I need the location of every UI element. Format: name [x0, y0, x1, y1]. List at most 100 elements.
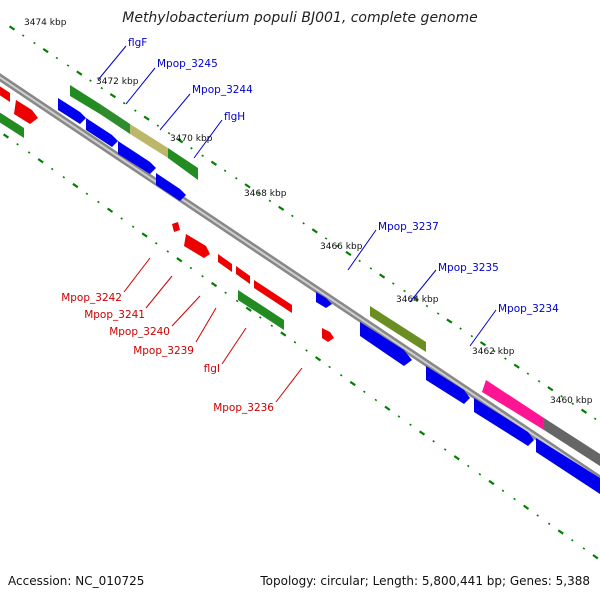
major-tick [513, 363, 520, 369]
minor-tick [33, 41, 36, 45]
minor-tick [397, 415, 401, 418]
gene-label-mpop3237[interactable]: Mpop_3237 [378, 221, 439, 233]
tick-label: 3472 kbp [96, 77, 139, 87]
minor-tick [97, 200, 100, 204]
minor-tick [537, 379, 541, 383]
gene-features [0, 85, 600, 494]
gene-forward-blue-middle[interactable] [316, 292, 332, 308]
gene-mpop3237-feature[interactable] [370, 306, 426, 352]
minor-tick [571, 539, 574, 542]
gene-label-mpop3234[interactable]: Mpop_3234 [498, 303, 559, 315]
minor-tick [166, 250, 170, 253]
minor-tick [582, 547, 586, 550]
major-tick [8, 25, 16, 31]
tick-label: 3468 kbp [244, 189, 287, 199]
minor-tick [363, 390, 366, 393]
minor-tick [189, 266, 193, 270]
minor-tick [436, 312, 440, 315]
major-tick [210, 160, 218, 166]
major-tick [453, 455, 460, 461]
minor-tick [392, 282, 395, 285]
gene-label-mpop3242[interactable]: Mpop_3242 [61, 292, 122, 304]
minor-tick [120, 217, 123, 220]
major-tick [523, 504, 530, 510]
tick-labels: 3474 kbp 3472 kbp 3470 kbp 3468 kbp 3466… [24, 18, 593, 406]
gene-label-mpop3241[interactable]: Mpop_3241 [84, 309, 145, 321]
gene-label-mpop3244[interactable]: Mpop_3244 [192, 84, 253, 96]
inner-tick-track [2, 133, 599, 560]
major-tick [378, 273, 386, 279]
gene-reverse-red-middle[interactable] [172, 222, 334, 342]
major-tick [547, 386, 554, 392]
minor-tick [55, 56, 59, 60]
map-title: Methylobacterium populi BJ001, complete … [122, 10, 478, 26]
reverse-gene-labels: Mpop_3242 Mpop_3241 Mpop_3240 Mpop_3239 … [61, 257, 303, 414]
minor-tick [478, 473, 482, 476]
gene-label-mpop3245[interactable]: Mpop_3245 [157, 58, 218, 70]
minor-tick [190, 147, 193, 150]
gene-label-flgi[interactable]: flgI [204, 363, 220, 375]
minor-tick [257, 192, 261, 195]
major-tick [345, 250, 352, 257]
gene-block-green[interactable] [0, 85, 38, 138]
minor-tick [324, 237, 328, 240]
minor-tick [513, 497, 516, 501]
major-tick [580, 408, 588, 414]
major-tick [42, 47, 49, 54]
minor-tick [50, 167, 54, 171]
major-tick [106, 207, 114, 213]
major-tick [446, 318, 453, 324]
minor-tick [443, 448, 447, 451]
gene-mpop3234-feature[interactable] [482, 380, 600, 466]
minor-tick [432, 440, 435, 443]
gene-forward-blue-upper[interactable] [58, 98, 186, 201]
minor-tick [89, 79, 92, 82]
gene-label-mpop3235[interactable]: Mpop_3235 [438, 262, 499, 274]
gene-label-flgh[interactable]: flgH [224, 111, 245, 123]
major-tick [141, 232, 148, 238]
minor-tick [122, 101, 126, 105]
major-tick [592, 554, 599, 560]
gene-label-mpop3239[interactable]: Mpop_3239 [133, 345, 194, 357]
gene-label-mpop3236[interactable]: Mpop_3236 [213, 402, 274, 414]
minor-tick [224, 291, 227, 294]
major-tick [384, 405, 391, 411]
minor-tick [156, 124, 160, 127]
minor-tick [467, 464, 470, 468]
minor-tick [302, 222, 305, 225]
tick-label: 3464 kbp [396, 295, 439, 305]
minor-tick [21, 34, 25, 37]
minor-tick [560, 395, 563, 398]
major-tick [143, 115, 150, 121]
major-tick [176, 257, 183, 263]
gene-label-mpop3240[interactable]: Mpop_3240 [109, 326, 170, 338]
tick-label: 3460 kbp [550, 396, 593, 406]
minor-tick [134, 109, 137, 112]
major-tick [278, 205, 285, 211]
forward-gene-labels: flgF Mpop_3245 Mpop_3244 flgH Mpop_3237 … [97, 37, 559, 347]
tick-label: 3466 kbp [320, 242, 363, 252]
major-tick [244, 183, 251, 189]
minor-tick [100, 86, 104, 90]
minor-tick [293, 341, 297, 344]
minor-tick [291, 214, 294, 218]
minor-tick [268, 199, 272, 203]
minor-tick [492, 349, 496, 353]
minor-tick [374, 398, 378, 402]
major-tick [280, 331, 287, 337]
major-tick [210, 281, 218, 288]
major-tick [2, 133, 10, 139]
minor-tick [328, 365, 331, 369]
gene-label-flgf[interactable]: flgF [128, 37, 147, 49]
tick-label: 3474 kbp [24, 18, 67, 28]
major-tick [349, 380, 356, 387]
gene-flgF-feature[interactable] [70, 85, 198, 180]
major-tick [488, 479, 495, 486]
major-tick [245, 306, 252, 312]
minor-tick [270, 324, 274, 327]
minor-tick [536, 514, 539, 517]
gene-forward-blue-lower[interactable] [360, 322, 600, 494]
minor-tick [403, 289, 406, 293]
major-tick [314, 356, 322, 362]
minor-tick [470, 334, 474, 338]
